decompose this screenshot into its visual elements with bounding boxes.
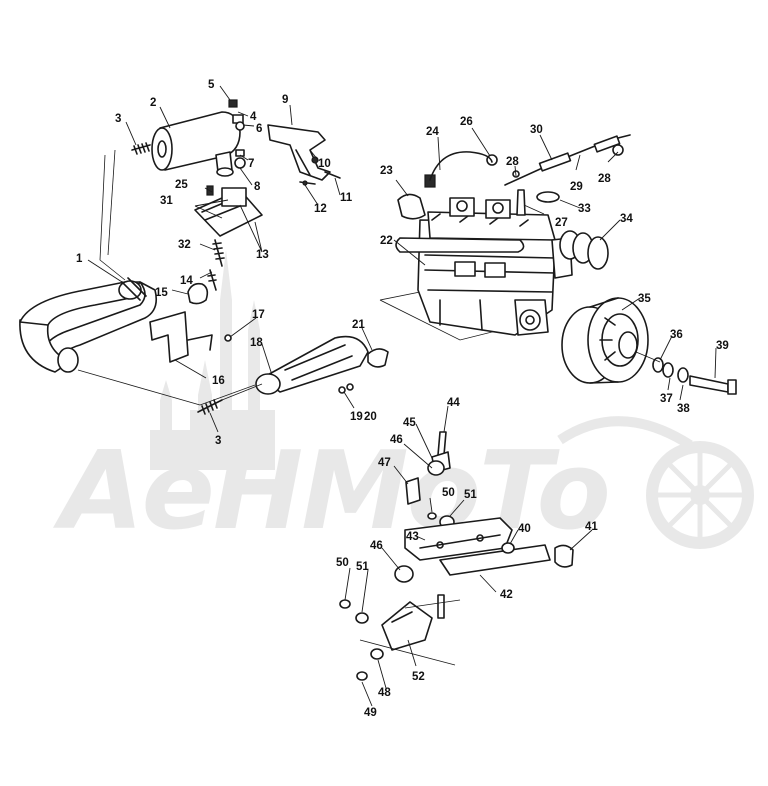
callout-38: 38 xyxy=(677,403,690,415)
callouts: 1 2 3 3 4 5 6 7 8 9 10 11 12 13 14 15 16… xyxy=(76,79,729,719)
callout-51-upper: 51 xyxy=(464,489,477,501)
callout-20: 20 xyxy=(364,411,377,423)
engine-block xyxy=(379,197,573,341)
wire-harness xyxy=(429,151,493,181)
callout-36: 36 xyxy=(670,329,683,341)
intake-boot xyxy=(559,230,609,270)
spark-plug xyxy=(516,189,526,216)
callout-21: 21 xyxy=(352,319,365,331)
callout-41: 41 xyxy=(585,521,598,533)
callout-16: 16 xyxy=(212,375,225,387)
callout-2: 2 xyxy=(150,97,156,109)
callout-46-lower: 46 xyxy=(370,540,383,552)
callout-44: 44 xyxy=(447,397,460,409)
callout-39: 39 xyxy=(716,340,729,352)
callout-7: 7 xyxy=(248,158,254,170)
callout-48: 48 xyxy=(378,687,391,699)
clutch-bolt xyxy=(689,375,729,393)
callout-43: 43 xyxy=(406,531,419,543)
washer-37 xyxy=(662,362,674,378)
callout-40: 40 xyxy=(518,523,531,535)
callout-52: 52 xyxy=(412,671,425,683)
exhaust-pipe xyxy=(19,277,158,373)
callout-4: 4 xyxy=(250,111,257,123)
callout-31: 31 xyxy=(160,195,173,207)
callout-50-upper: 50 xyxy=(442,487,455,499)
callout-47: 47 xyxy=(378,457,391,469)
callout-25: 25 xyxy=(175,179,188,191)
callout-22: 22 xyxy=(380,235,393,247)
callout-10: 10 xyxy=(318,158,331,170)
callout-51-lower: 51 xyxy=(356,561,369,573)
callout-24: 24 xyxy=(426,126,439,138)
callout-28-right: 28 xyxy=(598,173,611,185)
callout-11: 11 xyxy=(340,192,353,204)
callout-35: 35 xyxy=(638,293,651,305)
washer-33 xyxy=(536,191,560,203)
callout-17: 17 xyxy=(252,309,265,321)
watermark: AeHMoTo xyxy=(52,250,754,554)
spring-upper xyxy=(131,142,151,155)
callout-3-lower: 3 xyxy=(215,435,221,447)
callout-23: 23 xyxy=(380,165,393,177)
callout-14: 14 xyxy=(180,275,193,287)
watermark-text: AeHMoTo xyxy=(52,429,609,554)
callout-28-left: 28 xyxy=(506,156,519,168)
spring-32 xyxy=(212,239,225,267)
callout-8: 8 xyxy=(254,181,261,193)
callout-9: 9 xyxy=(282,94,288,106)
resonator xyxy=(255,335,369,395)
callout-12: 12 xyxy=(314,203,327,215)
callout-3-upper: 3 xyxy=(115,113,121,125)
drive-clutch xyxy=(561,297,649,384)
spring-14 xyxy=(207,269,217,291)
callout-46-upper: 46 xyxy=(390,434,403,446)
callout-50-lower: 50 xyxy=(336,557,349,569)
callout-19: 19 xyxy=(350,411,363,423)
rubber-mount xyxy=(187,282,209,305)
callout-32: 32 xyxy=(178,239,191,251)
spring-lower xyxy=(197,399,223,415)
callout-5: 5 xyxy=(208,79,215,91)
muffler-bracket xyxy=(267,124,341,186)
washer-38 xyxy=(677,367,689,383)
callout-45: 45 xyxy=(403,417,416,429)
callout-13: 13 xyxy=(256,249,269,261)
callout-37: 37 xyxy=(660,393,673,405)
callout-33: 33 xyxy=(578,203,591,215)
callout-1: 1 xyxy=(76,253,83,265)
mounting-plate xyxy=(194,185,263,237)
clamp xyxy=(367,348,389,368)
callout-27: 27 xyxy=(555,217,568,229)
leader-lines xyxy=(87,85,717,707)
callout-42: 42 xyxy=(500,589,513,601)
washer-36 xyxy=(652,357,664,373)
callout-30: 30 xyxy=(530,124,543,136)
callout-6: 6 xyxy=(256,123,262,135)
muffler xyxy=(151,111,241,177)
callout-29: 29 xyxy=(570,181,583,193)
lower-bracket xyxy=(149,311,232,363)
hardware-cluster xyxy=(228,99,246,169)
callout-15: 15 xyxy=(155,287,168,299)
callout-26: 26 xyxy=(460,116,473,128)
callout-18: 18 xyxy=(250,337,263,349)
oil-cap xyxy=(397,193,426,220)
callout-49: 49 xyxy=(364,707,377,719)
callout-34: 34 xyxy=(620,213,633,225)
throttle-cable xyxy=(504,134,631,186)
